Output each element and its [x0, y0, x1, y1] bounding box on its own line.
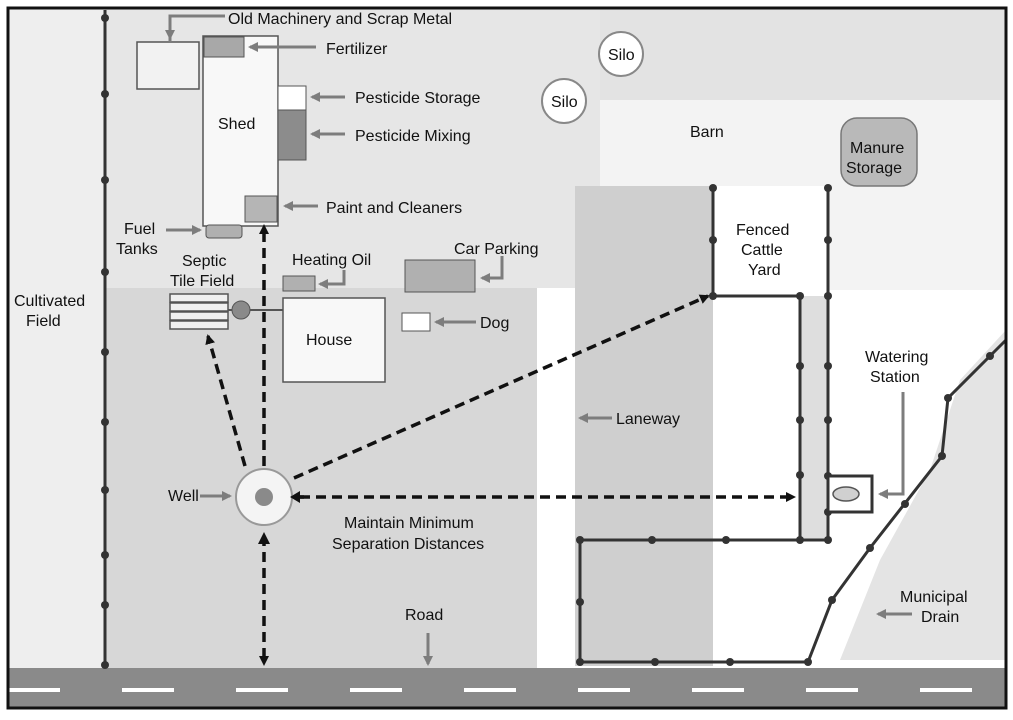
pesticide-mixing-label: Pesticide Mixing: [355, 128, 471, 145]
pasture-area: [575, 186, 713, 666]
fertilizer-label: Fertilizer: [326, 41, 388, 58]
septic-tank: [231, 300, 251, 320]
septic-label-1: Septic: [182, 253, 226, 270]
old-machinery-area: [136, 41, 200, 90]
lane-strip: [800, 296, 828, 540]
cattle-yard-label-3: Yard: [748, 262, 781, 279]
heating-oil-label: Heating Oil: [292, 252, 371, 269]
shed-label: Shed: [218, 116, 255, 133]
pesticide-storage-label: Pesticide Storage: [355, 90, 481, 107]
water-trough: [832, 486, 860, 502]
road-label: Road: [405, 607, 443, 624]
drain-bank: [840, 330, 1006, 660]
drain-posts: [828, 352, 994, 604]
silo-2: [541, 78, 587, 124]
laneway-label: Laneway: [616, 411, 680, 428]
house-label: House: [306, 332, 352, 349]
sep-arrow-to-septic: [205, 334, 247, 467]
drain-label-2: Drain: [921, 609, 959, 626]
watering-station-arrow: [878, 392, 905, 499]
septic-label-2: Tile Field: [170, 273, 234, 290]
well-center: [255, 488, 273, 506]
fuel-tanks: [205, 224, 243, 239]
cattle-yard-label-2: Cattle: [741, 242, 783, 259]
silo-1-label: Silo: [608, 47, 635, 64]
fuel-tanks-label-1: Fuel: [124, 221, 155, 238]
paint-cleaners-label: Paint and Cleaners: [326, 200, 462, 217]
manure-storage: [840, 117, 918, 187]
dog-label: Dog: [480, 315, 509, 332]
cultivated-field-label-1: Cultivated: [14, 293, 85, 310]
car-parking: [404, 259, 476, 293]
watering-station-label-1: Watering: [865, 349, 928, 366]
manure-storage-label-1: Manure: [850, 140, 904, 157]
separation-label-2: Separation Distances: [332, 536, 484, 553]
paint-cleaners: [244, 195, 278, 223]
separation-label-1: Maintain Minimum: [344, 515, 474, 532]
barn-label: Barn: [690, 124, 724, 141]
pesticide-storage: [277, 85, 307, 111]
septic-tile-field: [169, 293, 229, 330]
cultivated-field-area: [8, 8, 105, 668]
field-fence-posts: [101, 14, 109, 669]
watering-station-label-2: Station: [870, 369, 920, 386]
pesticide-mixing: [277, 109, 307, 161]
sep-arrowhead-left: [290, 491, 300, 503]
drain-label-1: Municipal: [900, 589, 968, 606]
old-machinery-label: Old Machinery and Scrap Metal: [228, 11, 452, 28]
heating-oil-arrow: [318, 270, 346, 289]
cattle-yard-area: [713, 186, 828, 296]
manure-storage-label-2: Storage: [846, 160, 902, 177]
car-parking-label: Car Parking: [454, 241, 538, 258]
fertilizer-storage: [203, 36, 245, 58]
dog-house: [401, 312, 431, 332]
sep-arrow-to-cattle-yard: [293, 294, 710, 480]
house: [282, 297, 386, 383]
silo-1: [598, 31, 644, 77]
heating-oil-tank: [282, 275, 316, 292]
silo-2-label: Silo: [551, 94, 578, 111]
cattle-yard-label-1: Fenced: [736, 222, 789, 239]
well-label: Well: [168, 488, 199, 505]
fuel-tanks-label-2: Tanks: [116, 241, 158, 258]
sep-arrowhead-up: [258, 532, 270, 544]
cultivated-field-label-2: Field: [26, 313, 61, 330]
frame-border: [6, 6, 1008, 710]
car-parking-arrow: [480, 256, 504, 283]
